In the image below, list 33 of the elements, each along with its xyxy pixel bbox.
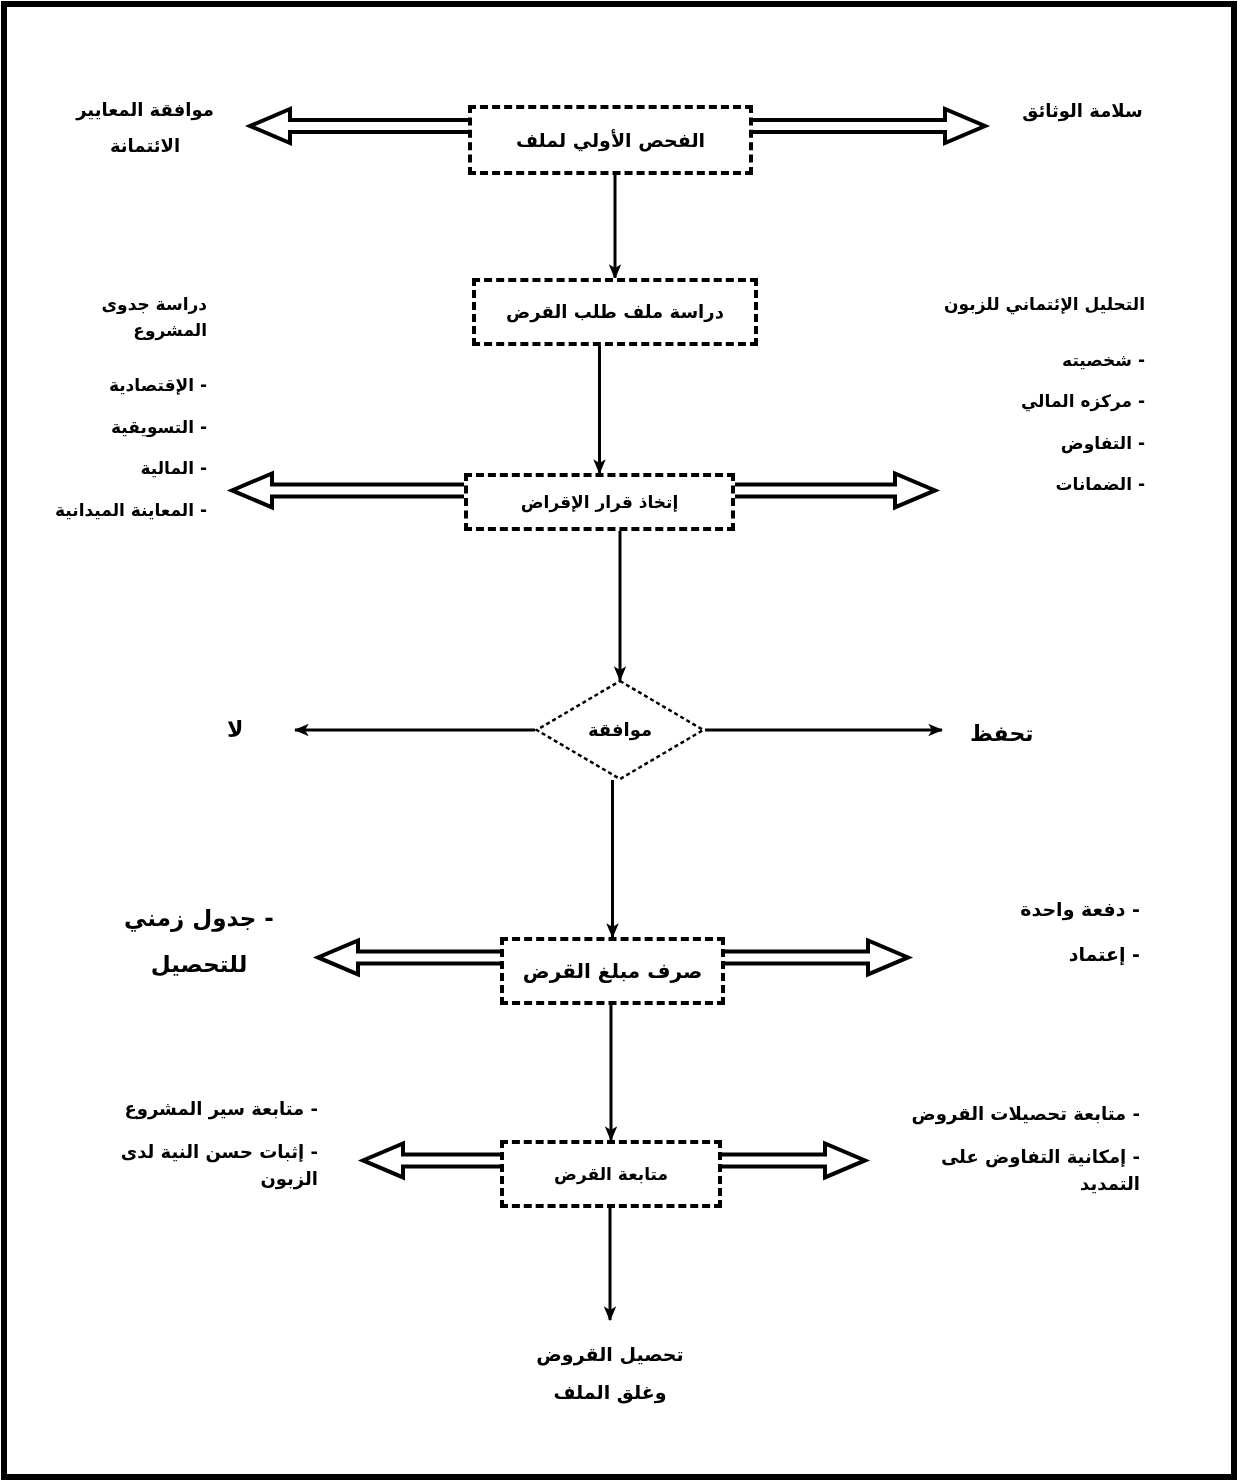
criteria-list: التحليل الإئتماني للزبون - شخصيته - مركزه المالي - التفاوض - الضمانات bbox=[935, 292, 1160, 552]
process-box: الفحص الأولي لملف bbox=[468, 105, 753, 175]
process-box: دراسة ملف طلب القرض bbox=[472, 278, 758, 346]
outcome-text: موافقة المعايير الائتمانة bbox=[30, 92, 250, 172]
arrow bbox=[293, 723, 535, 737]
outcome-text: تحصيل القروض وغلق الملف bbox=[500, 1320, 720, 1440]
arrow bbox=[705, 723, 944, 737]
criteria-list: - دفعة واحدة - إعتماد bbox=[908, 895, 1160, 1005]
arrow bbox=[604, 1005, 618, 1142]
arrow bbox=[603, 1208, 617, 1322]
decision-diamond: موافقة bbox=[535, 680, 705, 780]
outcome-text: لا bbox=[215, 708, 295, 750]
arrow bbox=[606, 780, 619, 939]
arrow bbox=[613, 531, 627, 682]
hollow-arrow bbox=[226, 470, 466, 511]
process-box: صرف مبلغ القرض bbox=[500, 937, 725, 1005]
process-box: إتخاذ قرار الإقراض bbox=[464, 473, 735, 531]
arrow bbox=[593, 346, 606, 475]
hollow-arrow bbox=[751, 105, 991, 147]
hollow-arrow bbox=[720, 1140, 871, 1181]
process-box: متابعة القرض bbox=[500, 1140, 722, 1208]
hollow-arrow bbox=[723, 937, 914, 978]
criteria-list: - متابعة سير المشروع - إثبات حسن النية لدى الزبون bbox=[40, 1095, 363, 1255]
hollow-arrow bbox=[312, 937, 502, 978]
criteria-list: - جدول زمني للتحصيل bbox=[100, 895, 318, 1005]
outcome-text: سلامة الوثائق bbox=[985, 85, 1180, 145]
arrow bbox=[608, 175, 622, 280]
criteria-list: دراسة جدوى المشروع - الإقتصادية - التسويقية - المالية - المعاينة الميدانية bbox=[25, 292, 232, 592]
hollow-arrow bbox=[244, 105, 470, 147]
hollow-arrow bbox=[357, 1140, 502, 1181]
hollow-arrow bbox=[733, 470, 941, 511]
outcome-text: تحفظ bbox=[942, 712, 1062, 756]
criteria-list: - متابعة تحصيلات القروض - إمكانية التفاوض على التمديد bbox=[865, 1100, 1160, 1260]
